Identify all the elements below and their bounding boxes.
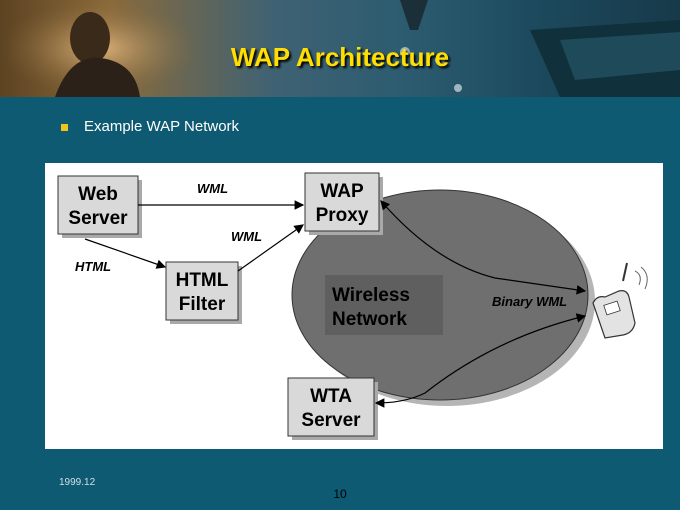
html-filter-label-line2: Filter [179,294,226,315]
html-filter-node [165,261,239,321]
edge-label-html: HTML [75,259,111,274]
web-server-label-line2: Server [68,208,128,229]
laptop-keyboard [560,32,680,80]
person-head-silhouette [70,12,110,64]
cloud-label-line2: Network [332,309,407,330]
slide-title: WAP Architecture [230,42,450,72]
arrow-web-to-filter [84,238,167,269]
web-server-node [57,175,139,235]
arrow-proxy-phone [380,200,587,295]
wap-proxy-label-line2: Proxy [316,205,369,226]
footer-date: 1999.12 [59,477,96,488]
edge-label-binary-wml: Binary WML [492,294,567,309]
antenna-shape [400,0,428,30]
device-button [435,55,445,65]
edge-label-wml-top: WML [197,181,228,196]
bullet-icon [61,124,68,131]
device-button [400,47,410,57]
html-filter-label-line1: HTML [176,270,229,291]
title-banner: WAP Architecture [0,0,680,97]
edge-label-wml-filter: WML [231,229,262,244]
bullet-text: Example WAP Network [84,118,240,135]
diagram-canvas: Wireless Network Web Server WAP Proxy HT… [57,172,648,440]
wap-proxy-label-line1: WAP [320,181,364,202]
wta-server-node [287,377,375,437]
wta-server-label-line1: WTA [310,386,352,407]
web-server-label-line1: Web [78,184,118,205]
wta-server-label-line2: Server [301,410,361,431]
wap-proxy-node [304,172,380,232]
page-number: 10 [333,487,347,501]
cloud-label-line1: Wireless [332,285,410,306]
arrow-wta-phone [374,313,587,408]
arrow-filter-to-proxy [237,224,304,272]
person-body-silhouette [55,57,140,97]
device-button [454,84,462,92]
banner-artwork [0,0,680,97]
network-diagram: Wireless Network Web Server WAP Proxy HT… [45,163,663,449]
mobile-phone-icon [592,262,648,339]
